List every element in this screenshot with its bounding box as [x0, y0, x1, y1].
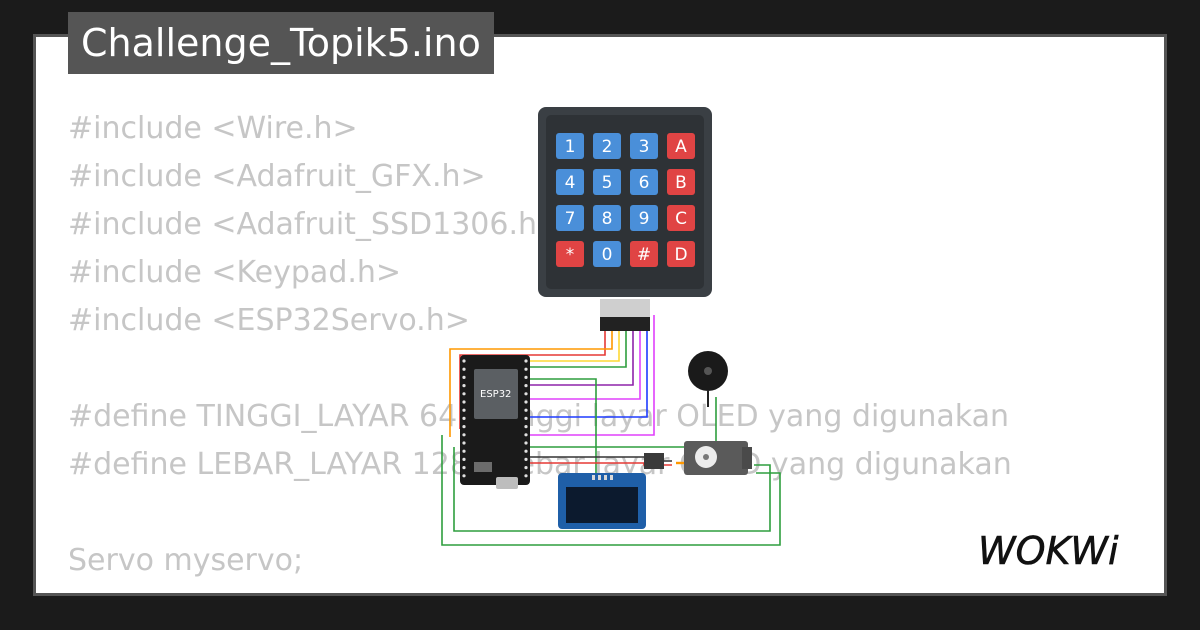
- wire-green-2: [528, 378, 597, 473]
- wire-purple: [528, 315, 634, 386]
- keypad-key-label: 2: [602, 137, 613, 157]
- wokwi-logo: WOKWi: [978, 529, 1120, 574]
- esp32-board: ESP32: [460, 355, 530, 489]
- wire-green-3: [441, 435, 781, 546]
- file-title: Challenge_Topik5.ino: [68, 12, 494, 74]
- keypad-key-label: 0: [602, 245, 613, 265]
- code-line: #include <Keypad.h>: [68, 255, 402, 290]
- wire-blue: [528, 315, 648, 418]
- keypad-key-label: A: [675, 137, 687, 157]
- keypad-key-label: 7: [565, 209, 576, 229]
- keypad-connector: [600, 299, 650, 331]
- circuit-diagram: 1 2 3 A 4 5 6 B 7 8 9 C * 0 # D ESP32: [441, 107, 781, 546]
- keypad-key-3[interactable]: 3: [630, 133, 658, 159]
- code-line: #include <Wire.h>: [68, 111, 358, 146]
- keypad-key-A[interactable]: A: [667, 133, 695, 159]
- keypad-key-label: 6: [639, 173, 650, 193]
- code-line: Servo myservo;: [68, 543, 304, 578]
- keypad-key-label: 3: [639, 137, 650, 157]
- keypad-inner: [546, 115, 704, 289]
- keypad-key-label: C: [675, 209, 687, 229]
- code-line: #include <ESP32Servo.h>: [68, 303, 470, 338]
- keypad-key-label: *: [566, 245, 575, 265]
- wire-green-5: [528, 397, 717, 448]
- keypad-key-4[interactable]: 4: [556, 169, 584, 195]
- wire-pink: [528, 315, 655, 436]
- keypad-key-label: 8: [602, 209, 613, 229]
- keypad-key-9[interactable]: 9: [630, 205, 658, 231]
- keypad-key-7[interactable]: 7: [556, 205, 584, 231]
- keypad-key-8[interactable]: 8: [593, 205, 621, 231]
- keypad-key-1[interactable]: 1: [556, 133, 584, 159]
- code-line: const byte ROWS = 4; // jumlah baris key…: [68, 585, 1012, 593]
- esp32-label: ESP32: [480, 389, 511, 400]
- keypad-key-label: 5: [602, 173, 613, 193]
- code-line: #include <Adafruit_SSD1306.h>: [68, 207, 563, 242]
- buzzer: [688, 351, 728, 407]
- keypad-key-6[interactable]: 6: [630, 169, 658, 195]
- keypad-key-#[interactable]: #: [630, 241, 658, 267]
- keypad-key-C[interactable]: C: [667, 205, 695, 231]
- oled-display: [558, 473, 646, 529]
- wire-green-1: [528, 315, 627, 368]
- keypad-key-label: 1: [565, 137, 576, 157]
- keypad-key-0[interactable]: 0: [593, 241, 621, 267]
- keypad-key-label: 9: [639, 209, 650, 229]
- keypad-key-label: 4: [565, 173, 576, 193]
- keypad-key-label: D: [674, 245, 687, 265]
- wire-magenta: [528, 315, 641, 400]
- keypad-key-5[interactable]: 5: [593, 169, 621, 195]
- keypad-key-B[interactable]: B: [667, 169, 695, 195]
- wire-green-4: [453, 447, 771, 532]
- servo-motor: [644, 441, 752, 475]
- wire-orange: [449, 315, 613, 437]
- keypad-key-label: B: [675, 173, 687, 193]
- code-line: #include <Adafruit_GFX.h>: [68, 159, 486, 194]
- keypad: 1 2 3 A 4 5 6 B 7 8 9 C * 0 # D: [538, 107, 712, 297]
- keypad-key-2[interactable]: 2: [593, 133, 621, 159]
- keypad-key-D[interactable]: D: [667, 241, 695, 267]
- wokwi-logo-text: WOKWi: [978, 529, 1119, 573]
- keypad-key-label: #: [637, 245, 651, 265]
- code-card: #include <Wire.h> #include <Adafruit_GFX.…: [33, 34, 1167, 596]
- keypad-key-*[interactable]: *: [556, 241, 584, 267]
